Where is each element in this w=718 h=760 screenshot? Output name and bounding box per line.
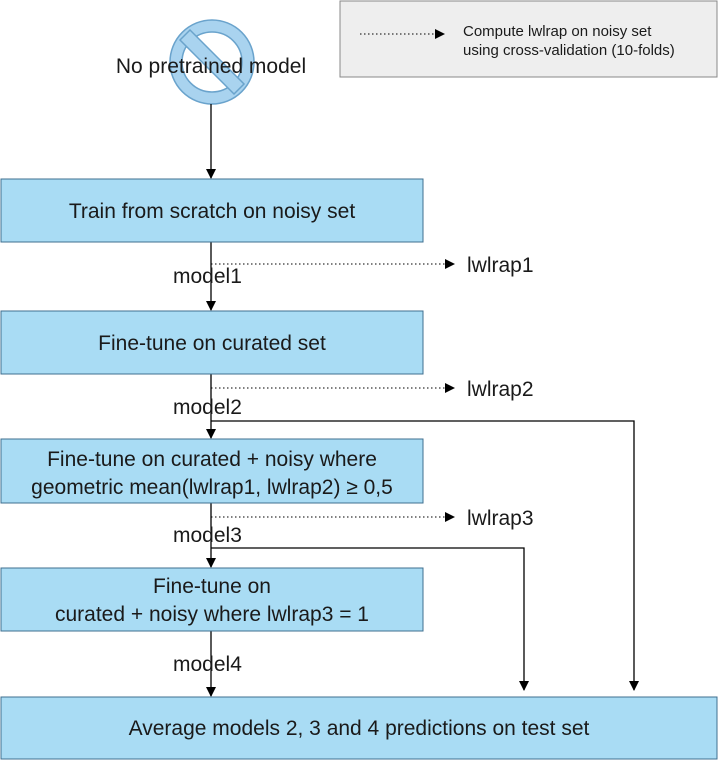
model3-label: model3: [173, 524, 242, 547]
model4-label: model4: [173, 653, 242, 676]
step4-text-line1: Fine-tune on: [153, 575, 271, 598]
legend-text-line2: using cross-validation (10-folds): [463, 42, 675, 59]
legend: Compute lwlrap on noisy set using cross-…: [339, 0, 718, 78]
step3-text-line2: geometric mean(lwlrap1, lwlrap2) ≥ 0,5: [31, 476, 393, 499]
step2-text: Fine-tune on curated set: [98, 332, 326, 355]
lwlrap3-label: lwlrap3: [467, 507, 534, 530]
no-pretrained-model: No pretrained model: [116, 19, 306, 105]
model2-label: model2: [173, 396, 242, 419]
step-train-scratch: Train from scratch on noisy set: [0, 178, 424, 243]
legend-box: [339, 0, 718, 78]
step-average-predictions: Average models 2, 3 and 4 predictions on…: [0, 696, 718, 760]
lwlrap2-label: lwlrap2: [467, 378, 534, 401]
step1-text: Train from scratch on noisy set: [69, 200, 355, 223]
lwlrap1-label: lwlrap1: [467, 254, 534, 277]
step-finetune-geomean: Fine-tune on curated + noisy where geome…: [0, 438, 424, 504]
legend-text-line1: Compute lwlrap on noisy set: [463, 23, 652, 40]
step4-text-line2: curated + noisy where lwlrap3 = 1: [55, 603, 369, 626]
start-label: No pretrained model: [116, 55, 306, 78]
model1-label: model1: [173, 265, 242, 288]
step-finetune-lwlrap3: Fine-tune on curated + noisy where lwlra…: [0, 567, 424, 632]
arrow-model3-to-average: [211, 547, 529, 691]
step3-text-line1: Fine-tune on curated + noisy where: [47, 448, 377, 471]
step5-text: Average models 2, 3 and 4 predictions on…: [129, 717, 590, 740]
prohibited-sign-icon: [169, 19, 255, 105]
step-finetune-curated: Fine-tune on curated set: [0, 310, 424, 375]
arrow-model2-to-average: [211, 420, 639, 691]
